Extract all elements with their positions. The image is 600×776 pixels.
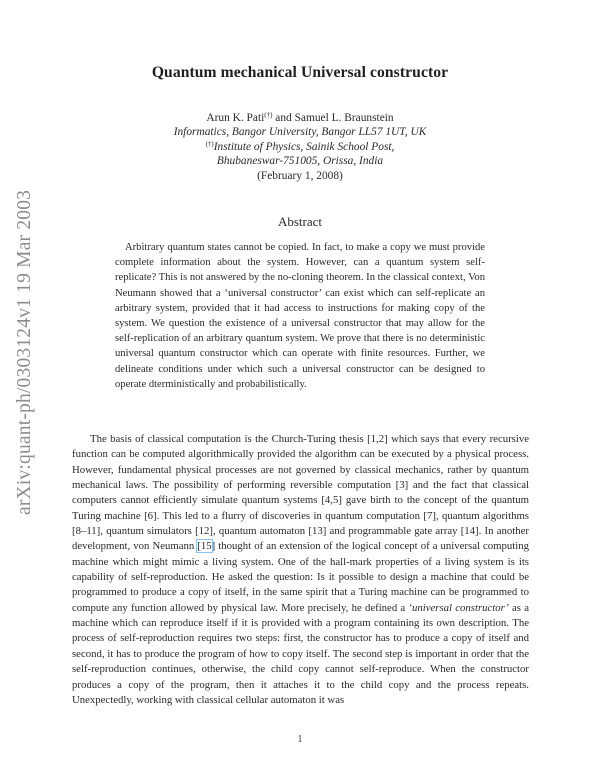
author-block: Arun K. Pati(†) and Samuel L. Braunstein… <box>0 111 600 183</box>
affiliation-institute-physics: (†)Institute of Physics, Sainik School P… <box>205 139 395 153</box>
affiliation-bangor: Informatics, Bangor University, Bangor L… <box>173 126 427 139</box>
body-text-part-3: as a machine which can reproduce itself … <box>72 601 529 706</box>
affiliation-address: Bhubaneswar-751005, Orissa, India <box>216 155 384 168</box>
abstract-heading: Abstract <box>277 214 323 229</box>
dagger-marker: (†) <box>264 111 273 119</box>
author-name-pati: Arun K. Pati <box>206 112 265 124</box>
citation-link-15[interactable]: [15 <box>196 539 213 554</box>
paper-title: Quantum mechanical Universal constructor <box>151 64 449 81</box>
author-names: Arun K. Pati(†) and Samuel L. Braunstein <box>0 111 600 125</box>
page-number: 1 <box>297 733 303 745</box>
body-text-part-2: ] thought of an extension of the logical… <box>72 540 529 614</box>
abstract-text: Arbitrary quantum states cannot be copie… <box>115 242 485 390</box>
body-text-part-1: The basis of classical computation is th… <box>72 433 529 553</box>
emphasis-universal-constructor: ‘universal constructor’ <box>408 601 509 614</box>
introduction-paragraph: The basis of classical computation is th… <box>72 432 529 708</box>
paper-date: (February 1, 2008) <box>257 169 343 182</box>
dagger-marker: (†) <box>205 139 214 148</box>
author-name-braunstein: and Samuel L. Braunstein <box>272 112 394 124</box>
arxiv-identifier-stamp: arXiv:quant-ph/0303124v1 19 Mar 2003 <box>14 189 35 515</box>
